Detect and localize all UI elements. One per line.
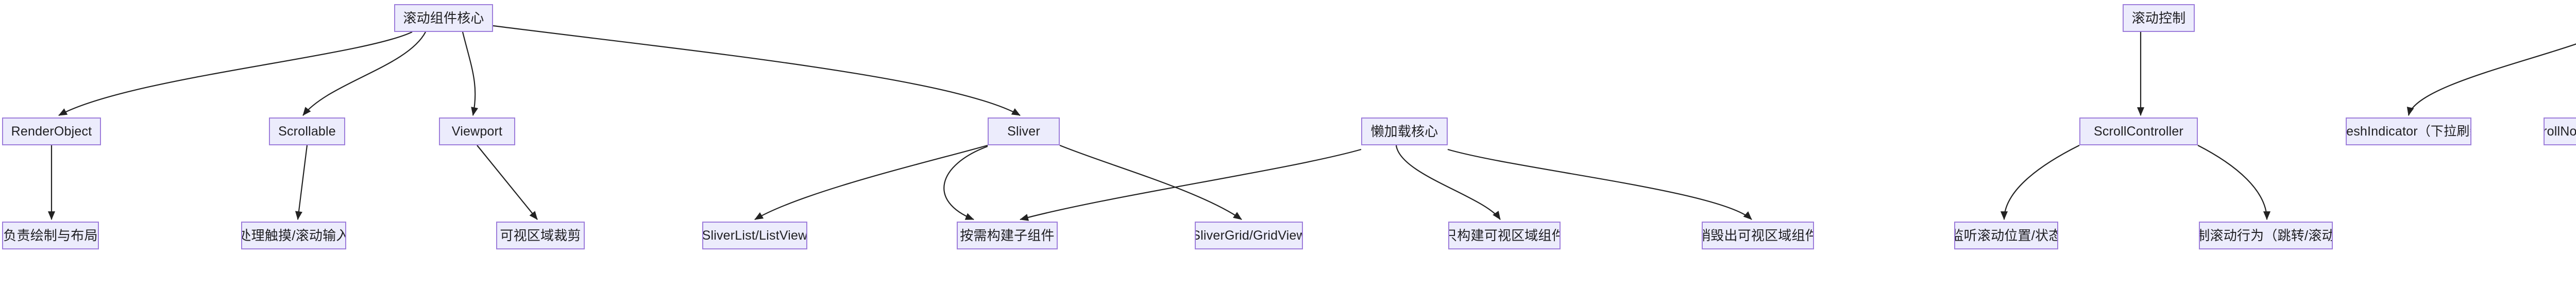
node-label: 处理触摸/滚动输入 <box>241 228 346 243</box>
node-label: 监听滚动位置/状态 <box>1954 228 2058 243</box>
node-destroyoffscreen[interactable]: 销毁出可视区域组件 <box>1702 222 1814 249</box>
node-label: 按需构建子组件 <box>960 228 1055 243</box>
edge-interactgrp-to-refreshindicator <box>2406 43 2576 116</box>
node-root[interactable]: 滚动组件核心 <box>394 4 493 32</box>
node-lazycore[interactable]: 懒加载核心 <box>1361 117 1448 145</box>
node-label: 只构建可视区域组件 <box>1448 228 1561 243</box>
node-label: RenderObject <box>11 124 92 139</box>
node-scrollnotification[interactable]: ScrollNotification（上拉加载） <box>2544 117 2576 145</box>
node-sliverlist[interactable]: SliverList/ListView <box>702 222 807 249</box>
node-renderobject[interactable]: RenderObject <box>2 117 101 145</box>
node-touchinput[interactable]: 处理触摸/滚动输入 <box>241 222 346 249</box>
node-controlscroll[interactable]: 控制滚动行为（跳转/滚动） <box>2199 222 2333 249</box>
node-label: 控制滚动行为（跳转/滚动） <box>2199 228 2332 243</box>
node-label: Sliver <box>1007 124 1040 139</box>
node-sliver[interactable]: Sliver <box>988 117 1060 145</box>
node-label: SliverList/ListView <box>702 228 807 243</box>
node-buildvisible[interactable]: 只构建可视区域组件 <box>1448 222 1561 249</box>
node-label: 滚动控制 <box>2131 10 2186 26</box>
edge-viewport-to-clipviewport <box>477 145 538 220</box>
edge-sliver-to-buildondemand <box>943 145 988 221</box>
node-refreshindicator[interactable]: RefreshIndicator（下拉刷新） <box>2346 117 2471 145</box>
edge-scrollcontroller-to-listenscroll <box>2000 145 2080 220</box>
node-label: RefreshIndicator（下拉刷新） <box>2346 124 2470 139</box>
node-scrollable[interactable]: Scrollable <box>269 117 345 145</box>
edge-root-to-renderobject <box>58 31 413 116</box>
node-scrollctrlgrp[interactable]: 滚动控制 <box>2123 4 2195 32</box>
edge-lazycore-to-buildondemand <box>1020 148 1362 221</box>
edge-sliver-to-slivergrid <box>1059 144 1242 220</box>
node-label: SliverGrid/GridView <box>1195 228 1303 243</box>
edge-root-to-viewport <box>462 31 479 116</box>
edge-scrollcontroller-to-controlscroll <box>2197 145 2271 220</box>
edge-lazycore-to-buildvisible <box>1395 145 1501 220</box>
node-label: Viewport <box>451 124 503 139</box>
node-clipviewport[interactable]: 可视区域裁剪 <box>496 222 585 249</box>
edge-root-to-scrollable <box>302 31 426 116</box>
edge-scrollable-to-touchinput <box>295 145 308 220</box>
edge-root-to-sliver <box>493 25 1021 116</box>
node-label: 懒加载核心 <box>1370 124 1438 139</box>
node-label: ScrollNotification（上拉加载） <box>2545 124 2576 139</box>
node-buildondemand[interactable]: 按需构建子组件 <box>957 222 1058 249</box>
edge-sliver-to-sliverlist <box>754 144 988 220</box>
node-paintlayout[interactable]: 负责绘制与布局 <box>2 222 99 249</box>
node-listenscroll[interactable]: 监听滚动位置/状态 <box>1954 222 2058 249</box>
node-label: 销毁出可视区域组件 <box>1702 228 1814 243</box>
node-viewport[interactable]: Viewport <box>439 117 515 145</box>
node-label: 滚动组件核心 <box>403 10 484 26</box>
edge-lazycore-to-destroyoffscreen <box>1447 148 1752 220</box>
node-label: 负责绘制与布局 <box>3 228 98 243</box>
node-label: 可视区域裁剪 <box>500 228 581 243</box>
node-label: ScrollController <box>2093 124 2184 139</box>
node-scrollcontroller[interactable]: ScrollController <box>2079 117 2198 145</box>
node-label: Scrollable <box>278 124 336 139</box>
node-slivergrid[interactable]: SliverGrid/GridView <box>1195 222 1303 249</box>
